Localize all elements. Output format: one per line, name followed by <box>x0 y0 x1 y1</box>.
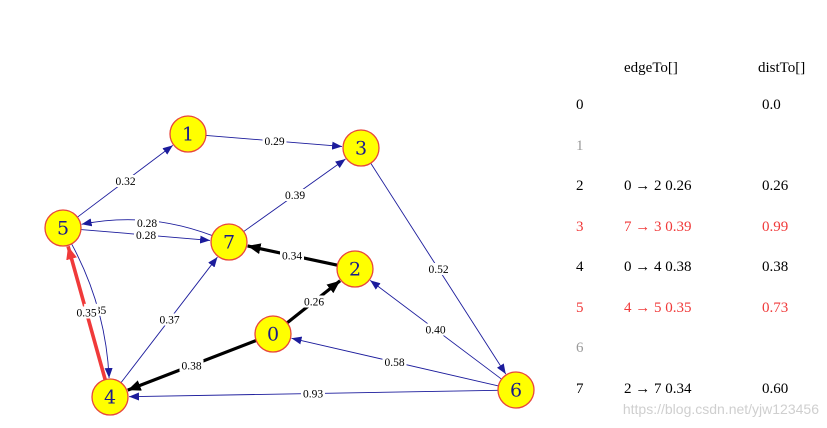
edge-label-0-to-2: 0.26 <box>304 297 324 309</box>
edge-label-1-to-3: 0.29 <box>264 136 284 148</box>
dist-to-cell: 0.99 <box>762 218 789 235</box>
edge-label-5-to-1: 0.32 <box>115 176 135 188</box>
edge-label-background <box>382 356 407 368</box>
node-label: 7 <box>223 232 235 254</box>
node-circle <box>210 223 248 261</box>
edge-label-background <box>113 175 138 187</box>
dist-to-cell: 0.26 <box>762 178 789 194</box>
graph-diagram: 0.29 0.32 0.39 0.280.28 0.34 0.26 0.52 0.40 0.37… <box>44 115 535 416</box>
node-circle <box>44 209 82 247</box>
edge-label-background <box>283 189 307 201</box>
row-index: 1 <box>576 137 584 154</box>
node-4: 4 <box>91 378 129 416</box>
edge-label-background <box>302 295 326 308</box>
edge-to-cell: 0 → 4 0.38 <box>624 259 692 275</box>
edge-label-6-to-2: 0.40 <box>425 325 445 337</box>
edge-to-header: edgeTo[] <box>624 60 678 76</box>
edge-label-0-to-4: 0.38 <box>181 361 201 373</box>
edge-label-background <box>179 359 204 372</box>
node-7: 7 <box>210 223 248 261</box>
watermark: https://blog.csdn.net/yjw123456 <box>622 401 819 417</box>
edge-label-background <box>157 313 182 326</box>
node-label: 6 <box>510 380 522 402</box>
node-circle <box>336 250 374 288</box>
row-index: 4 <box>576 259 584 275</box>
edge-to-cell: 7 → 3 0.39 <box>624 218 692 235</box>
edge-label-4-to-5: 0.35 <box>76 308 96 320</box>
row-index: 0 <box>576 97 584 113</box>
row-index: 3 <box>576 218 584 235</box>
edge-label-3-to-6: 0.52 <box>428 264 448 276</box>
node-2: 2 <box>336 250 374 288</box>
edge-label-5-to-7: 0.28 <box>136 230 156 242</box>
edge-label-7-to-3: 0.39 <box>285 190 305 202</box>
dist-to-cell: 0.60 <box>762 380 789 397</box>
edge-to-cell: 4 → 5 0.35 <box>624 299 692 316</box>
node-label: 0 <box>267 324 279 346</box>
edge-label-background <box>74 306 99 319</box>
node-circle <box>91 378 129 416</box>
node-circle <box>254 315 292 353</box>
edge-label-background <box>301 387 325 400</box>
row-index: 7 <box>576 380 584 397</box>
node-circle <box>342 129 380 167</box>
edge-label-background <box>135 217 160 230</box>
node-label: 5 <box>57 218 69 240</box>
edge-label-6-to-4: 0.93 <box>303 389 323 401</box>
node-label: 4 <box>104 387 116 409</box>
edge-label-2-to-7: 0.34 <box>282 251 302 263</box>
node-label: 1 <box>182 124 194 146</box>
dist-to-cell: 0.38 <box>762 259 789 275</box>
node-label: 3 <box>355 138 367 160</box>
row-index: 6 <box>576 340 584 356</box>
edge-label-background <box>262 135 287 147</box>
dist-to-cell: 0.0 <box>762 97 781 113</box>
node-circle <box>169 115 207 153</box>
edge-label-7-to-5: 0.28 <box>137 218 157 230</box>
node-label: 2 <box>349 259 361 281</box>
row-index: 5 <box>576 299 584 316</box>
dist-to-cell: 0.73 <box>762 299 789 316</box>
node-0: 0 <box>254 315 292 353</box>
edge-to-cell: 0 → 2 0.26 <box>624 178 692 194</box>
edge-label-4-to-7: 0.37 <box>159 315 179 327</box>
node-5: 5 <box>44 209 82 247</box>
edge-label-background <box>426 263 451 275</box>
node-3: 3 <box>342 129 380 167</box>
row-index: 2 <box>576 178 584 194</box>
node-circle <box>497 371 535 409</box>
edge-to-cell: 2 → 7 0.34 <box>624 380 692 397</box>
dist-to-header: distTo[] <box>758 60 806 76</box>
edge-label-background <box>134 229 158 241</box>
edge-label-6-to-0: 0.58 <box>384 357 404 369</box>
node-1: 1 <box>169 115 207 153</box>
edge-label-background <box>423 323 448 336</box>
node-6: 6 <box>497 371 535 409</box>
edge-label-background <box>280 249 304 262</box>
